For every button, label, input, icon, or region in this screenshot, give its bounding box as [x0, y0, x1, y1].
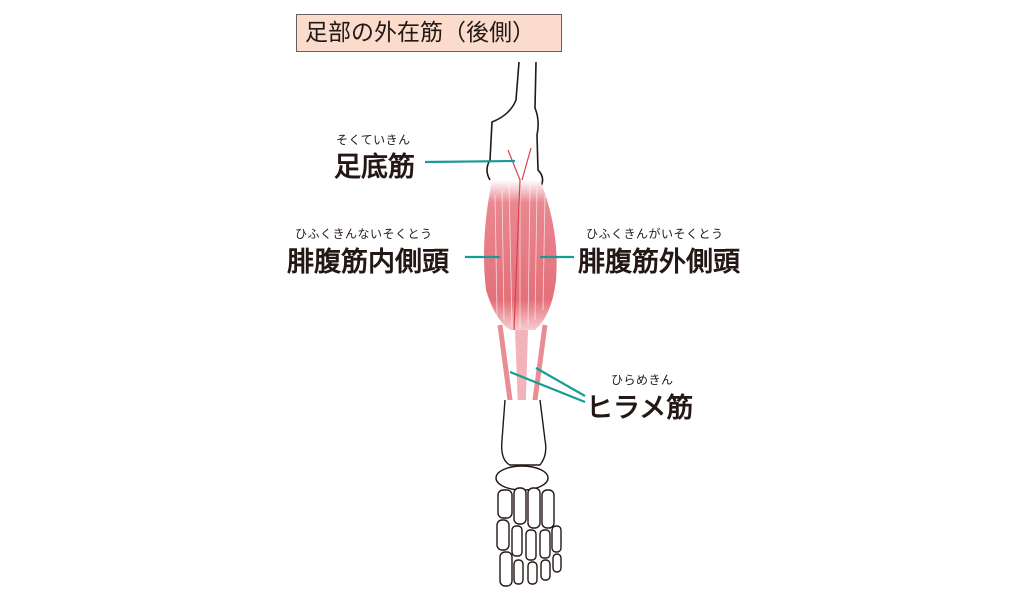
- ankle-foot-bones: [495, 399, 562, 587]
- leader-plantaris: [424, 159, 516, 164]
- femur-outline: [486, 61, 544, 189]
- gastroc-lateral-furigana: ひふくきんがいそくとう: [586, 227, 724, 241]
- gastroc-medial-furigana: ひふくきんないそくとう: [295, 227, 433, 241]
- plantaris-label: 足底筋: [334, 152, 415, 183]
- gastroc-medial-label: 腓腹筋内側頭: [287, 247, 449, 278]
- soleus-label: ヒラメ筋: [586, 393, 694, 424]
- leader-soleus-2: [535, 367, 586, 397]
- plantaris-furigana: そくていきん: [336, 133, 411, 147]
- gastroc-lateral-label: 腓腹筋外側頭: [578, 247, 740, 278]
- soleus-furigana: ひらめきん: [611, 373, 674, 387]
- leader-soleus-1: [509, 370, 586, 404]
- diagram-title: 足部の外在筋（後側）: [296, 14, 562, 52]
- leader-lines: [424, 159, 586, 404]
